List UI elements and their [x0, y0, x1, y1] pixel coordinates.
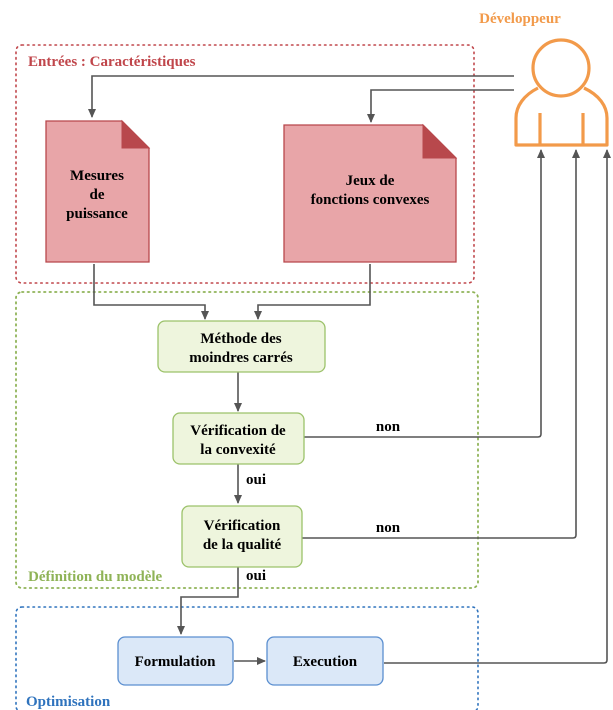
execution-label: Execution [293, 654, 358, 670]
power-measures-label-3: puissance [66, 206, 128, 222]
inputs-group-label: Entrées : Caractéristiques [28, 54, 196, 70]
convex-sets-fold [422, 123, 458, 159]
quality-check-box [181, 505, 303, 568]
quality-check-label-2: de la qualité [203, 537, 282, 553]
power-measures-node: Mesures de puissance [45, 119, 151, 263]
convexity-check-node: Vérification de la convexité [172, 412, 305, 465]
edge-execution-to-developer [384, 149, 611, 664]
quality-check-label-1: Vérification [204, 518, 281, 534]
convex-sets-node: Jeux de fonctions convexes [283, 123, 458, 263]
least-squares-label-2: moindres carrés [189, 350, 293, 366]
quality-no-label: non [376, 520, 401, 536]
formulation-node: Formulation [117, 636, 234, 686]
developer-label: Développeur [479, 11, 561, 27]
connectors [88, 75, 611, 665]
model-group-label: Définition du modèle [28, 569, 163, 585]
edge-developer-to-power-measures [88, 75, 514, 118]
inputs-group-frame [15, 44, 475, 284]
power-measures-label-2: de [90, 187, 105, 203]
power-measures-shape [45, 120, 150, 263]
least-squares-node: Méthode des moindres carrés [157, 320, 326, 373]
edge-developer-to-convex-sets [367, 89, 514, 123]
formulation-label: Formulation [135, 654, 216, 670]
quality-yes-label: oui [246, 568, 266, 584]
power-measures-label-1: Mesures [70, 168, 124, 184]
edge-convexity-no-to-developer [304, 149, 545, 438]
edge-quality-yes-to-formulation [177, 567, 239, 635]
least-squares-box [157, 320, 326, 373]
edge-convex-sets-to-least-squares [254, 264, 371, 320]
power-measures-fold [121, 119, 151, 149]
quality-check-node: Vérification de la qualité [181, 505, 303, 568]
convexity-check-label-1: Vérification de [190, 423, 286, 439]
convexity-yes-label: oui [246, 472, 266, 488]
optimisation-group-label: Optimisation [26, 694, 111, 710]
edge-quality-no-to-developer [302, 149, 580, 539]
edge-power-measures-to-least-squares [93, 264, 209, 320]
model-group-frame [15, 291, 479, 589]
convexity-check-box [172, 412, 305, 465]
convexity-no-label: non [376, 419, 401, 435]
convex-sets-shape [283, 124, 457, 263]
convex-sets-label-2: fonctions convexes [311, 192, 430, 208]
execution-node: Execution [266, 636, 384, 686]
formulation-box [117, 636, 234, 686]
least-squares-label-1: Méthode des [200, 331, 281, 347]
convexity-check-label-2: la convexité [200, 442, 276, 458]
optimisation-group-frame [15, 606, 479, 710]
developer-icon [514, 38, 609, 147]
convex-sets-label-1: Jeux de [346, 173, 395, 189]
execution-box [266, 636, 384, 686]
